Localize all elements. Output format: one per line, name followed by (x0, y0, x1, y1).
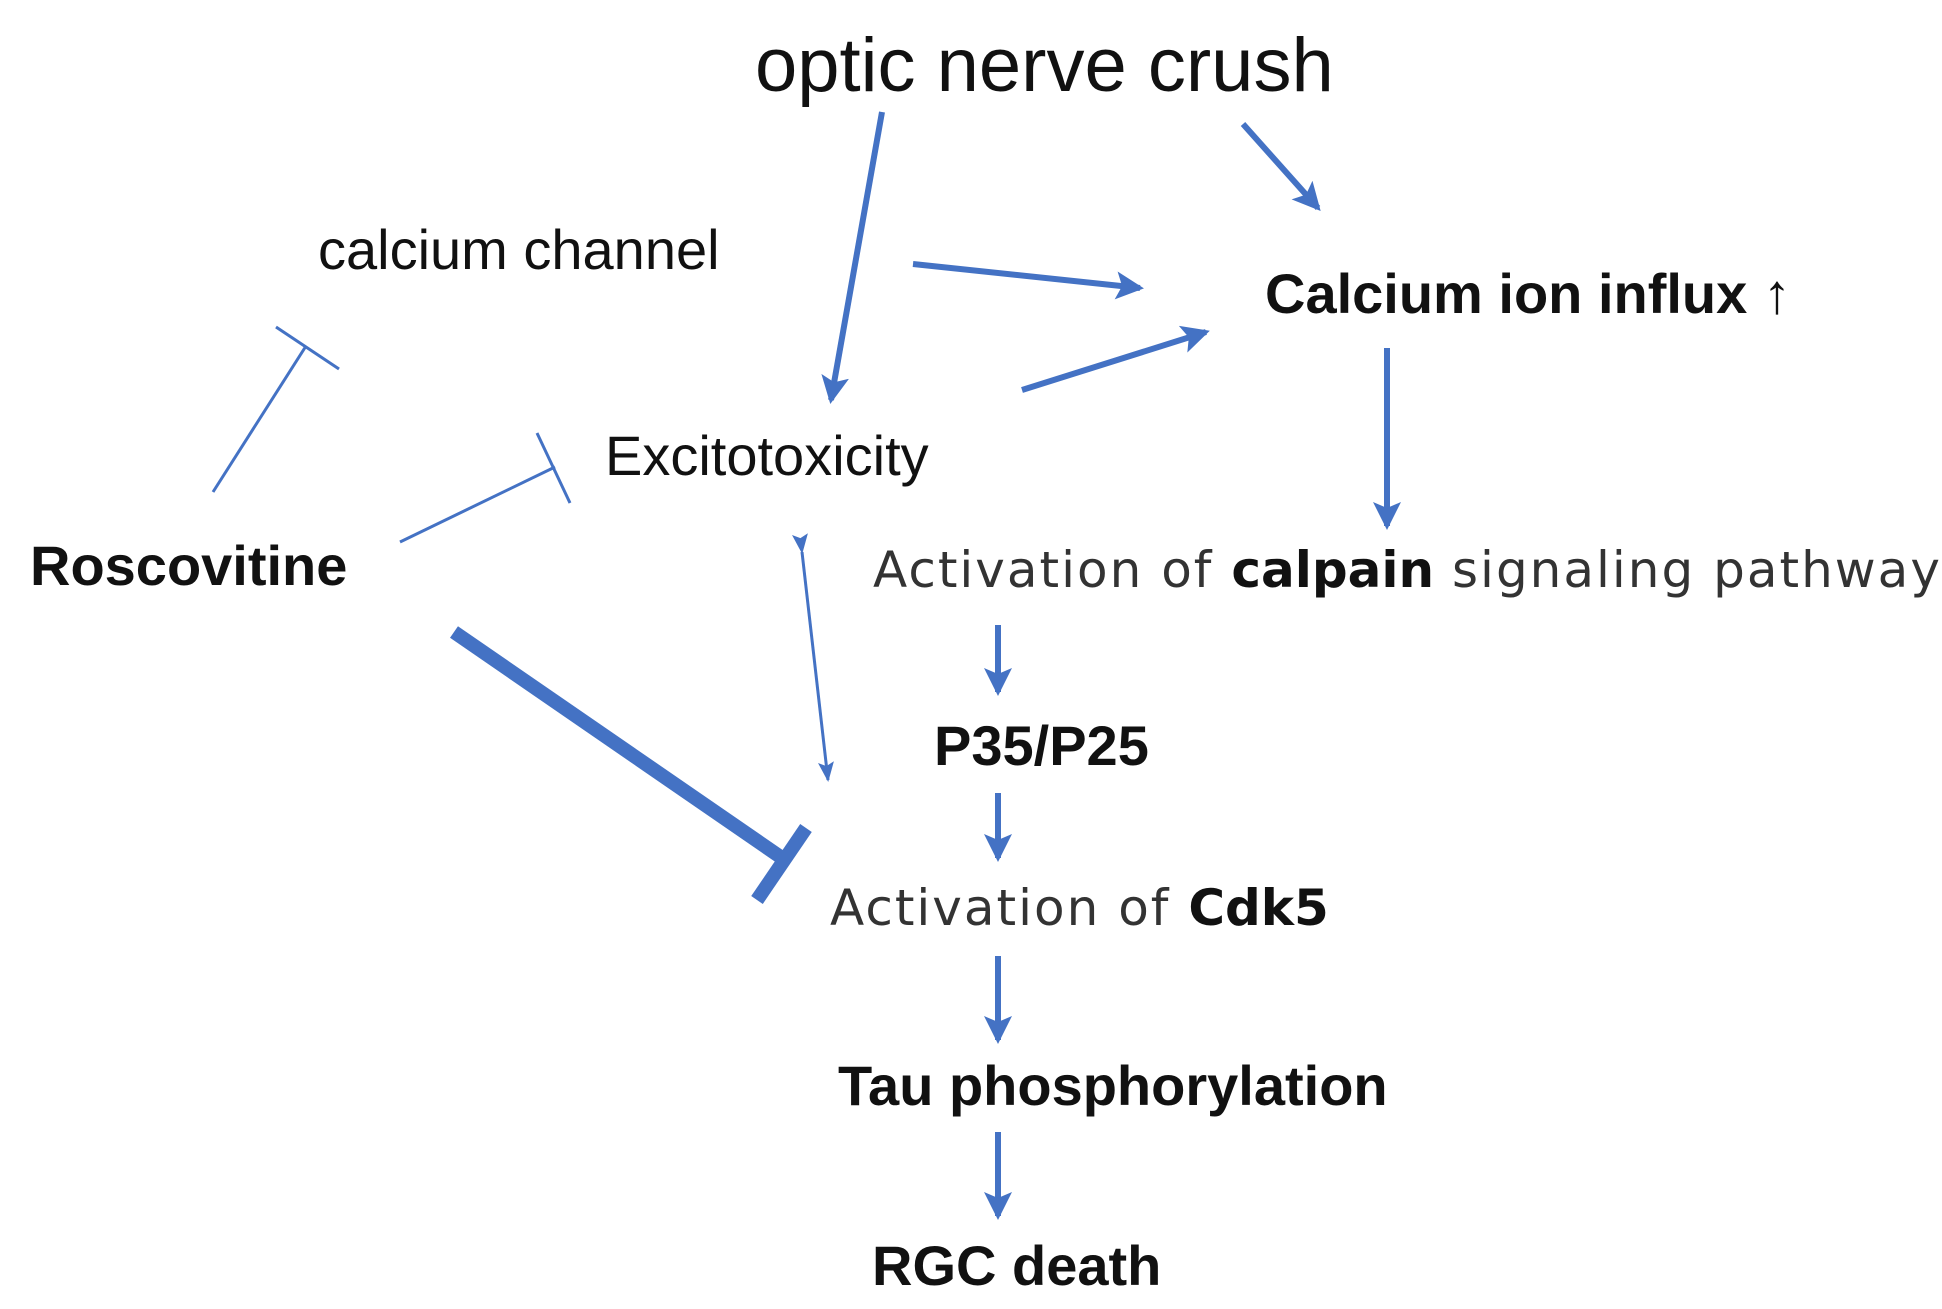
calpain-bold: calpain (1231, 541, 1435, 599)
inhibit-roscovitine-to-channel (211, 345, 308, 493)
inhibit-bar-channel (275, 325, 340, 371)
arrow-channel-to-calcium-influx (912, 261, 1144, 300)
inhibit-bar-excitotoxicity (535, 432, 572, 504)
calpain-prefix: Activation of (873, 541, 1232, 599)
node-calcium-influx: Calcium ion influx ↑ (1265, 262, 1791, 325)
inhibit-roscovitine-to-cdk5 (450, 626, 786, 864)
node-optic-nerve-crush: optic nerve crush (755, 23, 1334, 108)
arrow-crush-to-calcium-influx (1240, 122, 1321, 211)
arrow-excitotoxicity-cdk5-bidirectional (792, 533, 834, 782)
node-tau-phosphorylation: Tau phosphorylation (838, 1054, 1388, 1117)
inhibit-roscovitine-to-excitotoxicity (399, 465, 556, 544)
node-excitotoxicity: Excitotoxicity (605, 424, 929, 487)
node-calcium-channel: calcium channel (318, 218, 720, 281)
arrow-excitotoxicity-to-calcium-influx (1021, 325, 1210, 393)
node-calpain: Activation of calpain signaling pathway (873, 545, 1942, 595)
cdk5-bold: Cdk5 (1188, 879, 1329, 937)
arrow-crush-to-excitotoxicity (821, 111, 885, 404)
calpain-suffix: signaling pathway (1434, 541, 1942, 599)
inhibit-bar-cdk5 (751, 824, 812, 904)
node-rgc-death: RGC death (872, 1234, 1162, 1297)
cdk5-prefix: Activation of (830, 879, 1189, 937)
node-roscovitine: Roscovitine (30, 534, 348, 597)
node-cdk5: Activation of Cdk5 (830, 883, 1329, 933)
node-p35-p25: P35/P25 (934, 714, 1149, 777)
